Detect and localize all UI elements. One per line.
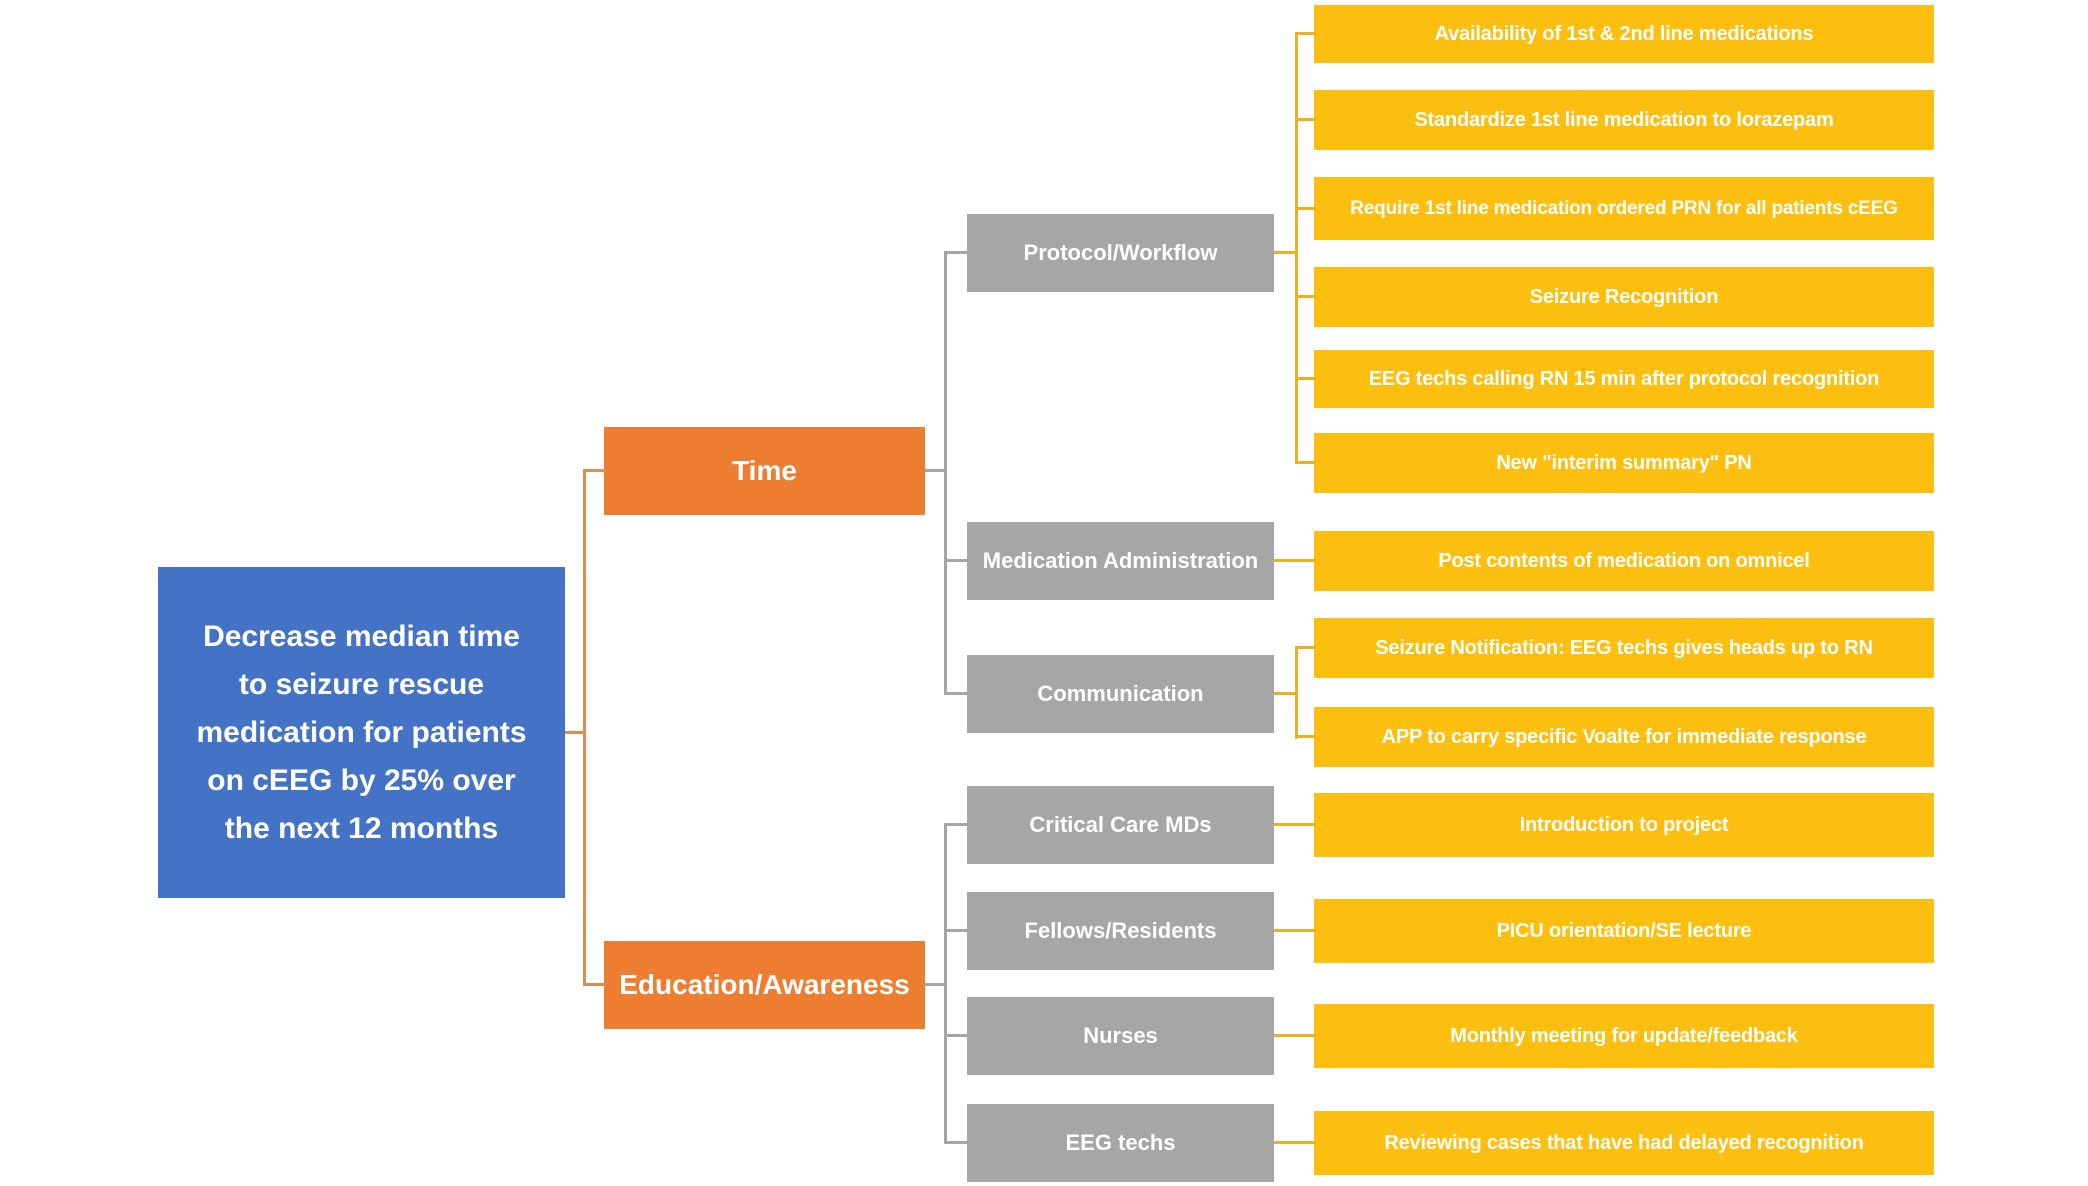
connector-ccmd-to-intervention [1274, 823, 1316, 826]
goal-text: Decrease median time to seizure rescue m… [196, 613, 526, 853]
connector-eegtechs-to-intervention [1274, 1141, 1316, 1144]
intervention-seizure-recognition-box: Seizure Recognition [1314, 267, 1934, 327]
connector-driver-bracket [583, 470, 586, 986]
intervention-interim-summary-box: New "interim summary" PN [1314, 433, 1934, 493]
goal-box: Decrease median time to seizure rescue m… [158, 567, 565, 898]
subdriver-fellows-residents-box: Fellows/Residents [967, 892, 1274, 970]
intervention-standardize-box: Standardize 1st line medication to loraz… [1314, 90, 1934, 150]
connector-to-intervention-5 [1295, 377, 1316, 380]
connector-time-out [925, 469, 946, 472]
connector-to-medication-admin [944, 559, 969, 562]
connector-goal-to-bracket [565, 731, 585, 734]
connector-medadmin-to-intervention [1274, 559, 1316, 562]
connector-to-critical-care-mds [944, 823, 969, 826]
intervention-monthly-meeting-box: Monthly meeting for update/feedback [1314, 1004, 1934, 1068]
connector-to-communication [944, 692, 969, 695]
connector-education-bracket [944, 824, 947, 1144]
subdriver-nurses-box: Nurses [967, 997, 1274, 1075]
connector-to-fellows-residents [944, 929, 969, 932]
subdriver-protocol-workflow-box: Protocol/Workflow [967, 214, 1274, 292]
connector-to-intervention-1 [1295, 32, 1316, 35]
connector-time-bracket [944, 252, 947, 695]
intervention-app-voalte-box: APP to carry specific Voalte for immedia… [1314, 707, 1934, 767]
subdriver-communication-box: Communication [967, 655, 1274, 733]
driver-time-box: Time [604, 427, 925, 515]
connector-to-time [583, 469, 606, 472]
connector-to-intervention-4 [1295, 295, 1316, 298]
connector-protocol-bracket [1295, 33, 1298, 464]
driver-education-awareness-box: Education/Awareness [604, 941, 925, 1029]
connector-to-intervention-3 [1295, 207, 1316, 210]
intervention-availability-box: Availability of 1st & 2nd line medicatio… [1314, 5, 1934, 63]
intervention-introduction-box: Introduction to project [1314, 793, 1934, 857]
connector-to-intervention-2 [1295, 118, 1316, 121]
connector-fellows-to-intervention [1274, 929, 1316, 932]
intervention-reviewing-cases-box: Reviewing cases that have had delayed re… [1314, 1111, 1934, 1175]
intervention-eeg-calling-rn-box: EEG techs calling RN 15 min after protoc… [1314, 350, 1934, 408]
subdriver-eeg-techs-box: EEG techs [967, 1104, 1274, 1182]
connector-to-education [583, 983, 606, 986]
connector-to-intervention-6 [1295, 461, 1316, 464]
connector-communication-bracket [1295, 647, 1298, 739]
goal-line: to seizure rescue [238, 667, 485, 701]
goal-line: the next 12 months [224, 811, 499, 845]
connector-to-intervention-8 [1295, 646, 1316, 649]
connector-education-out [925, 983, 946, 986]
subdriver-critical-care-mds-box: Critical Care MDs [967, 786, 1274, 864]
connector-protocol-out [1274, 251, 1298, 254]
goal-line: on cEEG by 25% over [207, 763, 516, 797]
connector-nurses-to-intervention [1274, 1034, 1316, 1037]
intervention-picu-orientation-box: PICU orientation/SE lecture [1314, 899, 1934, 963]
subdriver-medication-administration-box: Medication Administration [967, 522, 1274, 600]
connector-to-intervention-9 [1295, 735, 1316, 738]
intervention-post-contents-box: Post contents of medication on omnicel [1314, 531, 1934, 591]
connector-to-eeg-techs [944, 1141, 969, 1144]
intervention-require-prn-box: Require 1st line medication ordered PRN … [1314, 177, 1934, 240]
connector-communication-out [1274, 692, 1298, 695]
intervention-seizure-notification-box: Seizure Notification: EEG techs gives he… [1314, 618, 1934, 678]
goal-line: medication for patients [196, 715, 527, 749]
connector-to-protocol [944, 251, 969, 254]
connector-to-nurses [944, 1034, 969, 1037]
goal-line: Decrease median time [203, 619, 520, 653]
